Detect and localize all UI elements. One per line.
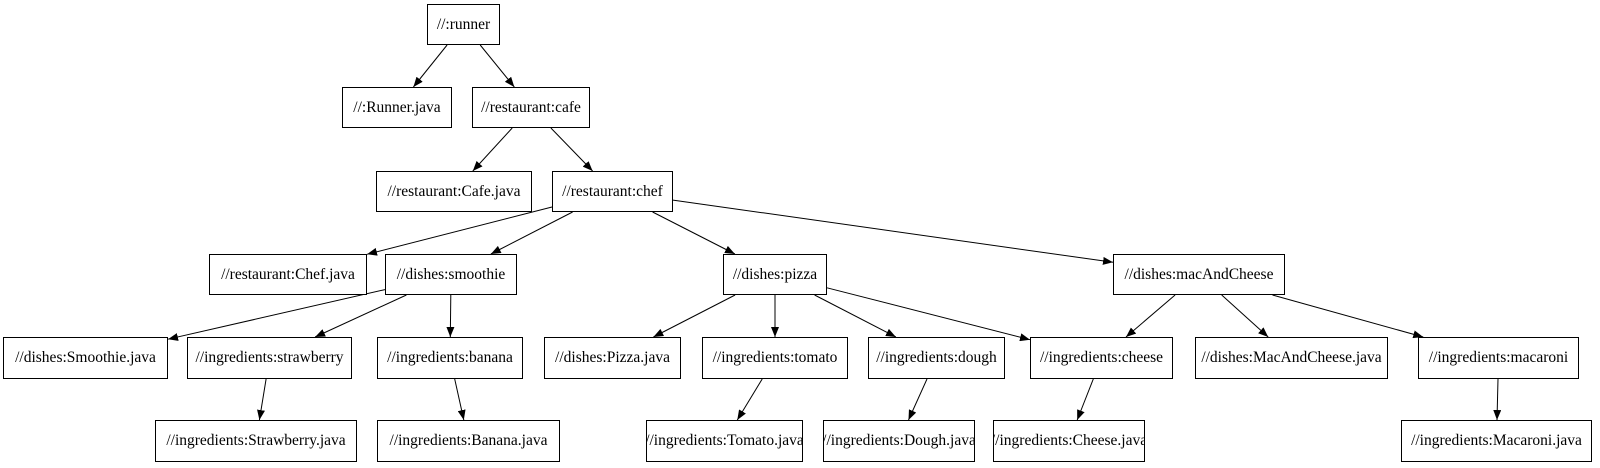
graph-edge-mac_and_cheese-to-cheese [1125, 294, 1176, 338]
graph-node-banana-java: //ingredients:Banana.java [377, 420, 560, 462]
graph-node-runner-java: //:Runner.java [342, 87, 452, 128]
graph-node-cheese: //ingredients:cheese [1030, 337, 1173, 379]
graph-edge-runner-to-cafe [479, 44, 515, 88]
graph-node-macaroni: //ingredients:macaroni [1418, 337, 1579, 379]
graph-edge-macaroni-to-macaroni_java [1493, 378, 1502, 421]
graph-node-pizza-java: //dishes:Pizza.java [544, 337, 681, 379]
graph-edge-chef-to-smoothie [490, 211, 573, 255]
graph-node-chef: //restaurant:chef [552, 171, 673, 212]
graph-edge-smoothie-to-strawberry [314, 294, 407, 338]
graph-node-dough-java: //ingredients:Dough.java [823, 420, 975, 462]
graph-edge-banana-to-banana_java [454, 378, 466, 421]
graph-edge-cafe-to-cafe_java [472, 127, 513, 172]
graph-node-smoothie: //dishes:smoothie [385, 254, 517, 295]
graph-edge-cheese-to-cheese_java [1076, 378, 1094, 421]
graph-edge-chef-to-chef_java [366, 206, 553, 256]
graph-edge-smoothie-to-smoothie_java [167, 289, 386, 341]
graph-node-cafe-java: //restaurant:Cafe.java [376, 171, 532, 212]
graph-node-macaroni-java: //ingredients:Macaroni.java [1401, 420, 1592, 462]
graph-node-strawberry: //ingredients:strawberry [187, 337, 352, 379]
graph-node-chef-java: //restaurant:Chef.java [209, 254, 367, 295]
graph-node-banana: //ingredients:banana [377, 337, 523, 379]
graph-node-smoothie-java: //dishes:Smoothie.java [3, 337, 168, 379]
graph-edge-dough-to-dough_java [908, 378, 928, 421]
graph-node-runner: //:runner [427, 4, 500, 45]
graph-edge-pizza-to-pizza_java [653, 294, 736, 338]
graph-node-cheese-java: //ingredients:Cheese.java [993, 420, 1145, 462]
graph-node-mac-and-cheese-java: //dishes:MacAndCheese.java [1195, 337, 1388, 379]
graph-edge-strawberry-to-strawberry_java [257, 378, 267, 421]
graph-edge-pizza-to-cheese [826, 287, 1031, 342]
graph-node-tomato-java: //ingredients:Tomato.java [646, 420, 803, 462]
graph-edge-pizza-to-dough [814, 294, 897, 338]
graph-node-strawberry-java: //ingredients:Strawberry.java [155, 420, 357, 462]
graph-node-cafe: //restaurant:cafe [472, 87, 590, 128]
graph-edge-chef-to-pizza [652, 211, 736, 255]
graph-node-dough: //ingredients:dough [868, 337, 1005, 379]
graph-edge-tomato-to-tomato_java [736, 378, 763, 421]
graph-node-mac-and-cheese: //dishes:macAndCheese [1113, 254, 1285, 295]
graph-edge-smoothie-to-banana [446, 294, 455, 338]
graph-edge-mac_and_cheese-to-macaroni [1272, 294, 1424, 339]
graph-edge-cafe-to-chef [550, 127, 593, 172]
graph-edge-runner-to-runner_java [413, 44, 448, 88]
graph-node-pizza: //dishes:pizza [723, 254, 827, 295]
graph-edge-mac_and_cheese-to-mac_and_cheese_java [1221, 294, 1269, 338]
graph-node-tomato: //ingredients:tomato [702, 337, 848, 379]
graph-edge-chef-to-mac_and_cheese [672, 199, 1114, 265]
